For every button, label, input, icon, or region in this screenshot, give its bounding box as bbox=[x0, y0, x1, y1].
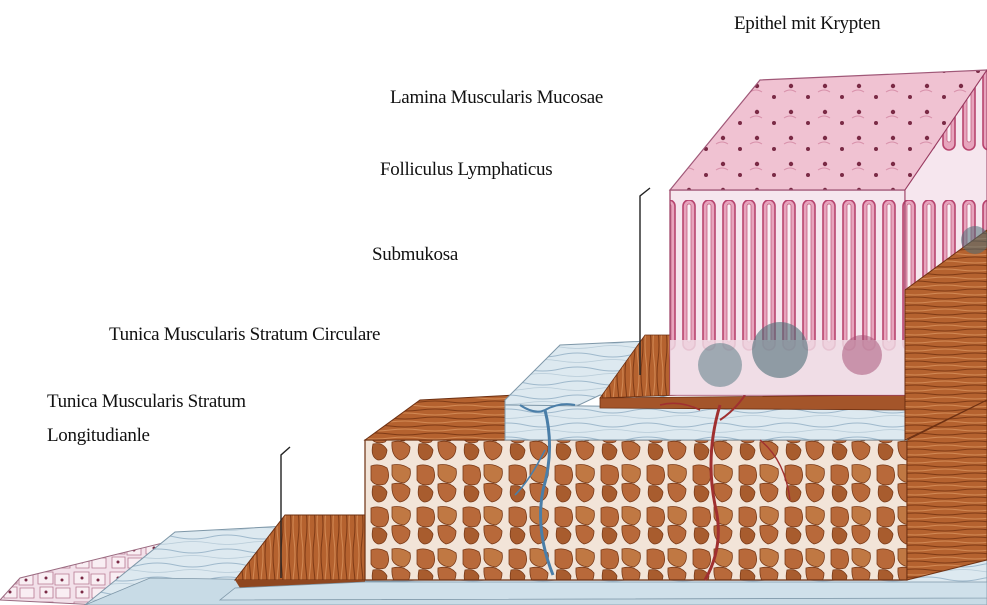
label-folliculus-lymphaticus: Folliculus Lymphaticus bbox=[380, 158, 552, 182]
label-stratum-longitudinale-line1: Tunica Muscularis Stratum bbox=[47, 390, 246, 414]
follicle-1 bbox=[698, 343, 742, 387]
follicle-3 bbox=[842, 335, 882, 375]
label-lamina-muscularis-mucosae: Lamina Muscularis Mucosae bbox=[390, 86, 603, 110]
label-epithel-crypts: Epithel mit Krypten bbox=[734, 12, 880, 36]
lower-blue-band bbox=[220, 582, 987, 600]
label-stratum-circulare: Tunica Muscularis Stratum Circulare bbox=[109, 323, 380, 347]
label-submukosa: Submukosa bbox=[372, 243, 458, 267]
mucosa-block bbox=[670, 70, 987, 440]
label-stratum-longitudinale-line2: Longitudianle bbox=[47, 424, 150, 448]
follicle-2 bbox=[752, 322, 808, 378]
